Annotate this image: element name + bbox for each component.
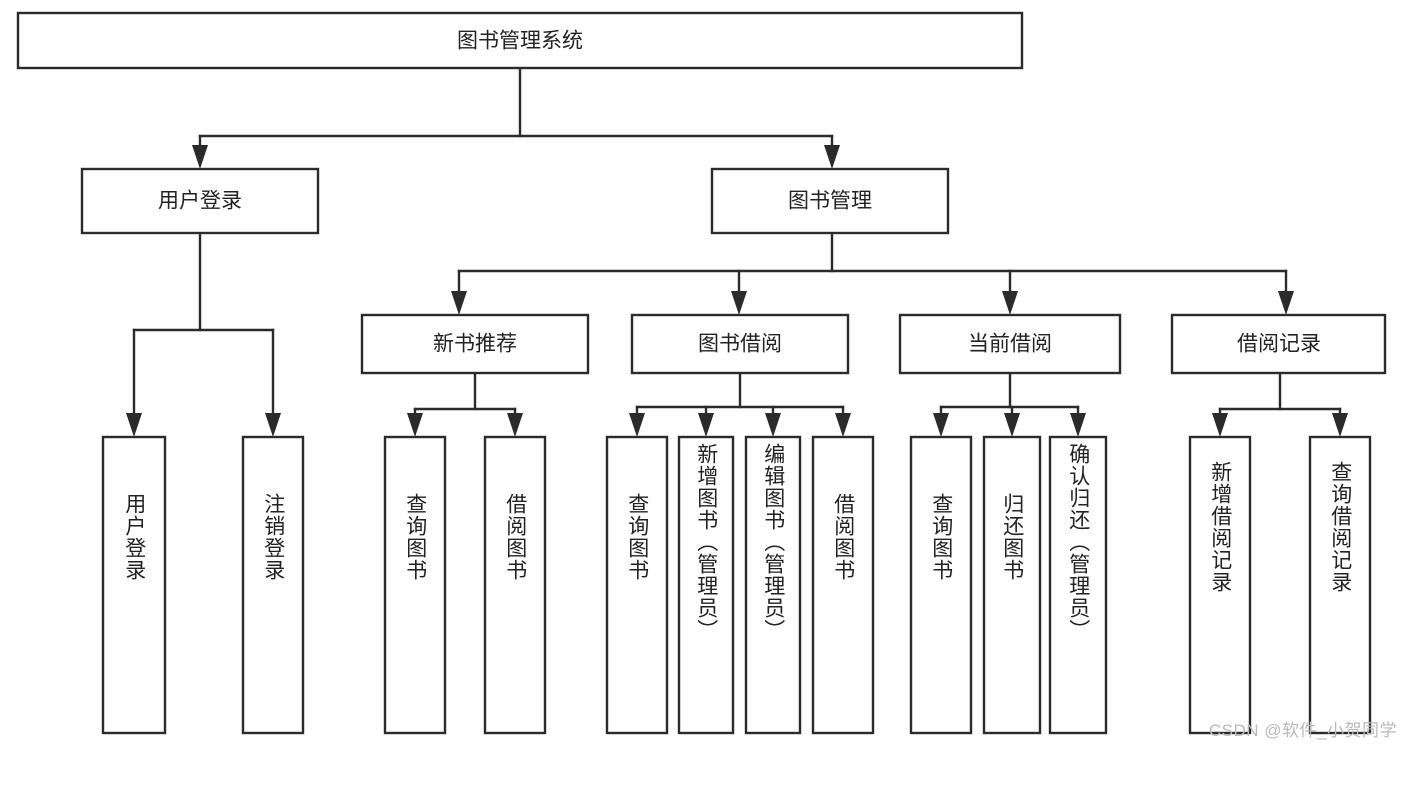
arrow-head-leaf-return-book xyxy=(1004,413,1020,437)
arrow-head-book-manage xyxy=(824,145,840,169)
node-leaf-return-book[interactable] xyxy=(982,435,1042,735)
arrow-head-current-borrow xyxy=(1002,291,1018,315)
node-leaf-query-book-borrow[interactable] xyxy=(605,435,669,735)
arrow-head-leaf-confirm-return xyxy=(1070,413,1086,437)
node-leaf-add-book-admin[interactable] xyxy=(677,435,735,735)
node-leaf-edit-book-admin[interactable] xyxy=(744,435,802,735)
arrow-head-new-book-rec xyxy=(451,291,467,315)
node-user-login-label: 用户登录 xyxy=(158,190,242,213)
node-current-borrow-label: 当前借阅 xyxy=(968,333,1052,356)
node-leaf-user-login[interactable] xyxy=(101,435,167,735)
arrow-head-leaf-edit-book xyxy=(765,413,781,437)
node-leaf-query-book-current[interactable] xyxy=(909,435,973,735)
node-leaf-confirm-return-admin[interactable] xyxy=(1048,435,1108,735)
node-book-management[interactable] xyxy=(710,167,950,235)
node-borrow-record[interactable] xyxy=(1170,313,1387,375)
diagram-canvas: 图书管理系统 用户登录 图书管理 新书推荐 图书借阅 当前借阅 借阅记录 xyxy=(16,11,1387,735)
node-leaf-borrow-book-newbook[interactable] xyxy=(483,435,547,735)
node-current-borrow[interactable] xyxy=(898,313,1122,375)
node-new-book-recommend-label: 新书推荐 xyxy=(433,333,517,356)
arrow-head-leaf-logout xyxy=(265,413,281,437)
arrow-head-leaf-query-record xyxy=(1332,413,1348,437)
node-root-system[interactable] xyxy=(16,11,1024,70)
node-book-management-label: 图书管理 xyxy=(788,190,872,213)
node-root-system-label: 图书管理系统 xyxy=(457,30,583,53)
csdn-watermark: CSDN @软件_小贺同学 xyxy=(1208,721,1397,740)
arrow-head-borrow-record xyxy=(1278,291,1294,315)
connector-layer xyxy=(126,66,1348,437)
arrow-head-book-borrow xyxy=(731,291,747,315)
arrow-head-leaf-borrow-book-2 xyxy=(835,413,851,437)
node-new-book-recommend[interactable] xyxy=(360,313,590,375)
arrow-head-leaf-add-record xyxy=(1212,413,1228,437)
node-book-borrow-label: 图书借阅 xyxy=(698,333,782,356)
arrow-head-user-login xyxy=(192,145,208,169)
diagram-root: 图书管理系统 用户登录 图书管理 新书推荐 图书借阅 当前借阅 借阅记录 xyxy=(16,11,1397,740)
arrow-head-leaf-query-book-1 xyxy=(407,413,423,437)
arrow-head-leaf-query-book-3 xyxy=(933,413,949,437)
arrow-head-leaf-query-book-2 xyxy=(629,413,645,437)
node-leaf-query-borrow-record[interactable] xyxy=(1308,435,1372,735)
node-book-borrow[interactable] xyxy=(630,313,850,375)
node-leaf-borrow-book-borrow[interactable] xyxy=(811,435,875,735)
node-leaf-logout[interactable] xyxy=(241,435,305,735)
node-layer: 图书管理系统 用户登录 图书管理 新书推荐 图书借阅 当前借阅 借阅记录 xyxy=(16,11,1387,735)
node-leaf-query-book-newbook[interactable] xyxy=(383,435,447,735)
arrow-head-leaf-user-login xyxy=(126,413,142,437)
node-user-login[interactable] xyxy=(80,167,320,235)
node-leaf-add-borrow-record[interactable] xyxy=(1188,435,1252,735)
node-borrow-record-label: 借阅记录 xyxy=(1237,333,1321,356)
arrow-head-leaf-add-book xyxy=(698,413,714,437)
arrow-head-leaf-borrow-book-1 xyxy=(507,413,523,437)
